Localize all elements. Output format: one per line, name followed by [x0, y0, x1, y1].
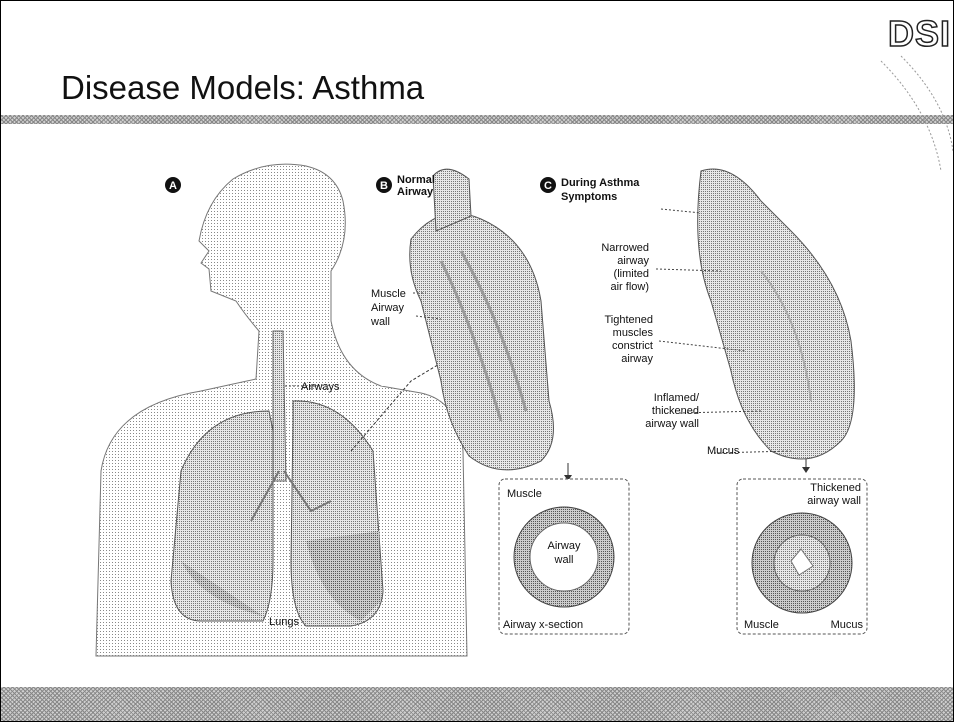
xsection-airway-wall-1: Airway — [547, 540, 581, 552]
narrowed-label-1: Narrowed — [601, 242, 649, 254]
svg-text:B: B — [380, 180, 388, 192]
asthma-heading-2: Symptoms — [561, 191, 617, 203]
xsection-airway-wall-2: wall — [554, 554, 574, 566]
mucus-label: Mucus — [707, 445, 740, 457]
tightened-label-4: airway — [621, 353, 653, 365]
asthma-xsection-mucus: Mucus — [831, 619, 864, 631]
xsection-muscle-label: Muscle — [507, 488, 542, 500]
tightened-label-3: constrict — [612, 340, 653, 352]
narrowed-label-3: (limited — [614, 268, 649, 280]
airway-wall-label-2: wall — [370, 316, 390, 328]
badge-c: C — [540, 177, 556, 193]
narrowed-label-2: airway — [617, 255, 649, 267]
svg-text:C: C — [544, 180, 552, 192]
inflamed-label-3: airway wall — [645, 418, 699, 430]
asthma-heading-1: During Asthma — [561, 177, 640, 189]
airways-label: Airways — [301, 381, 340, 393]
decorative-arc — [901, 56, 953, 151]
thickened-wall-label-1: Thickened — [810, 482, 861, 494]
narrowed-label-4: air flow) — [610, 281, 649, 293]
normal-airway-heading-1: Normal — [397, 174, 435, 186]
asthma-airway-illustration — [698, 169, 855, 473]
airway-wall-label-1: Airway — [371, 302, 405, 314]
lungs-label: Lungs — [269, 616, 299, 628]
normal-airway-heading-2: Airway — [397, 186, 434, 198]
tightened-label-2: muscles — [613, 327, 654, 339]
thickened-wall-label-2: airway wall — [807, 495, 861, 507]
asthma-xsection-muscle: Muscle — [744, 619, 779, 631]
asthma-diagram: A B C Normal Airway During Asthma Sympto… — [1, 1, 953, 687]
svg-text:A: A — [169, 180, 177, 192]
inflamed-label-2: thickened — [652, 405, 699, 417]
xsection-caption: Airway x-section — [503, 619, 583, 631]
muscle-label: Muscle — [371, 288, 406, 300]
tightened-label-1: Tightened — [604, 314, 653, 326]
inflamed-label-1: Inflamed/ — [654, 392, 700, 404]
decorative-arc — [881, 61, 941, 171]
badge-b: B — [376, 177, 392, 193]
badge-a: A — [165, 177, 181, 193]
footer-bar — [1, 687, 953, 722]
